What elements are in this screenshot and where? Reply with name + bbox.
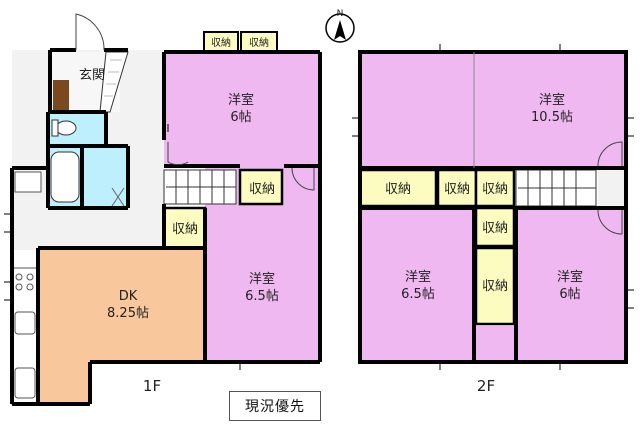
landing-2f	[598, 170, 626, 206]
storage-2f-3-label: 収納	[482, 182, 508, 197]
western-room-65-2f	[360, 208, 474, 362]
closet-top-1-label: 収納	[211, 36, 231, 49]
north-arrow-icon	[334, 20, 346, 40]
western-room-6-1f-size: 6帖	[230, 110, 251, 125]
dining-kitchen-floor	[38, 248, 205, 402]
storage-2f-5-label: 収納	[482, 279, 508, 294]
western-room-6-1f-name: 洋室	[228, 92, 254, 108]
western-room-6-2f	[516, 208, 626, 362]
walls-1f	[10, 48, 322, 406]
floor-1f: 1F 玄関 収納 収納 洋室 6帖 収納 収納 洋室 6.5帖 DK 8.25帖	[4, 13, 322, 406]
toilet-icon	[55, 120, 77, 136]
storage-hall-1f	[238, 168, 284, 206]
western-room-65-1f-name: 洋室	[249, 271, 275, 287]
floor-label-1f: 1F	[143, 377, 161, 395]
western-room-6-2f-name: 洋室	[557, 269, 583, 285]
storage-hall-1f-label: 収納	[249, 182, 275, 197]
western-room-105-2f-left	[360, 52, 474, 168]
floor-2f: 2F 洋室 10.5帖 収納 収納 収納 収納 収納 洋室 6.5帖 洋室 6帖	[352, 44, 634, 395]
windows-2f	[352, 44, 634, 370]
western-room-65-2f-name: 洋室	[405, 269, 431, 285]
entrance-label: 玄関	[79, 68, 105, 83]
western-room-6-1f	[164, 52, 320, 166]
storage-2f-1-label: 収納	[385, 182, 411, 197]
stove-burner-icon	[26, 283, 34, 291]
dining-kitchen-size: 8.25帖	[107, 306, 149, 321]
stove-burner-icon	[15, 283, 23, 291]
closet-floor-2f	[476, 326, 514, 362]
western-room-105-2f-name: 洋室	[539, 92, 565, 108]
western-room-6-2f-size: 6帖	[559, 287, 580, 302]
kitchen-sink-icon	[14, 311, 36, 335]
western-room-65-1f-size: 6.5帖	[245, 289, 279, 304]
bathtub-icon	[50, 151, 80, 203]
shoe-cabinet	[53, 80, 69, 110]
compass: N	[325, 9, 355, 43]
western-room-105-2f-size: 10.5帖	[531, 110, 573, 125]
door-swing-entrance	[75, 13, 105, 51]
windows-1f	[4, 124, 241, 370]
western-room-105-2f	[474, 52, 626, 168]
washbasin-icon	[14, 171, 42, 193]
compass-label: N	[337, 9, 344, 19]
door-swing-2f-room105	[597, 141, 623, 167]
door-swing-room65	[291, 167, 315, 191]
storage-2f-2-label: 収納	[444, 182, 470, 197]
floor-label-2f: 2F	[477, 377, 495, 395]
stove-burner-icon	[15, 273, 23, 281]
closet-top-2-label: 収納	[249, 36, 269, 49]
fridge-icon	[14, 367, 36, 399]
door-swing-room6	[167, 142, 189, 166]
washroom	[84, 146, 128, 208]
storage-2f-3	[474, 168, 516, 208]
western-room-65-2f-size: 6.5帖	[401, 287, 435, 302]
walls-2f	[358, 50, 628, 364]
status-label: 現況優先	[229, 391, 321, 421]
storage-side-1f-label: 収納	[172, 222, 198, 237]
stove-burner-icon	[26, 273, 34, 281]
dining-kitchen-name: DK	[119, 289, 138, 304]
storage-2f-4-label: 収納	[482, 221, 508, 236]
door-swing-2f-room6	[597, 209, 623, 235]
